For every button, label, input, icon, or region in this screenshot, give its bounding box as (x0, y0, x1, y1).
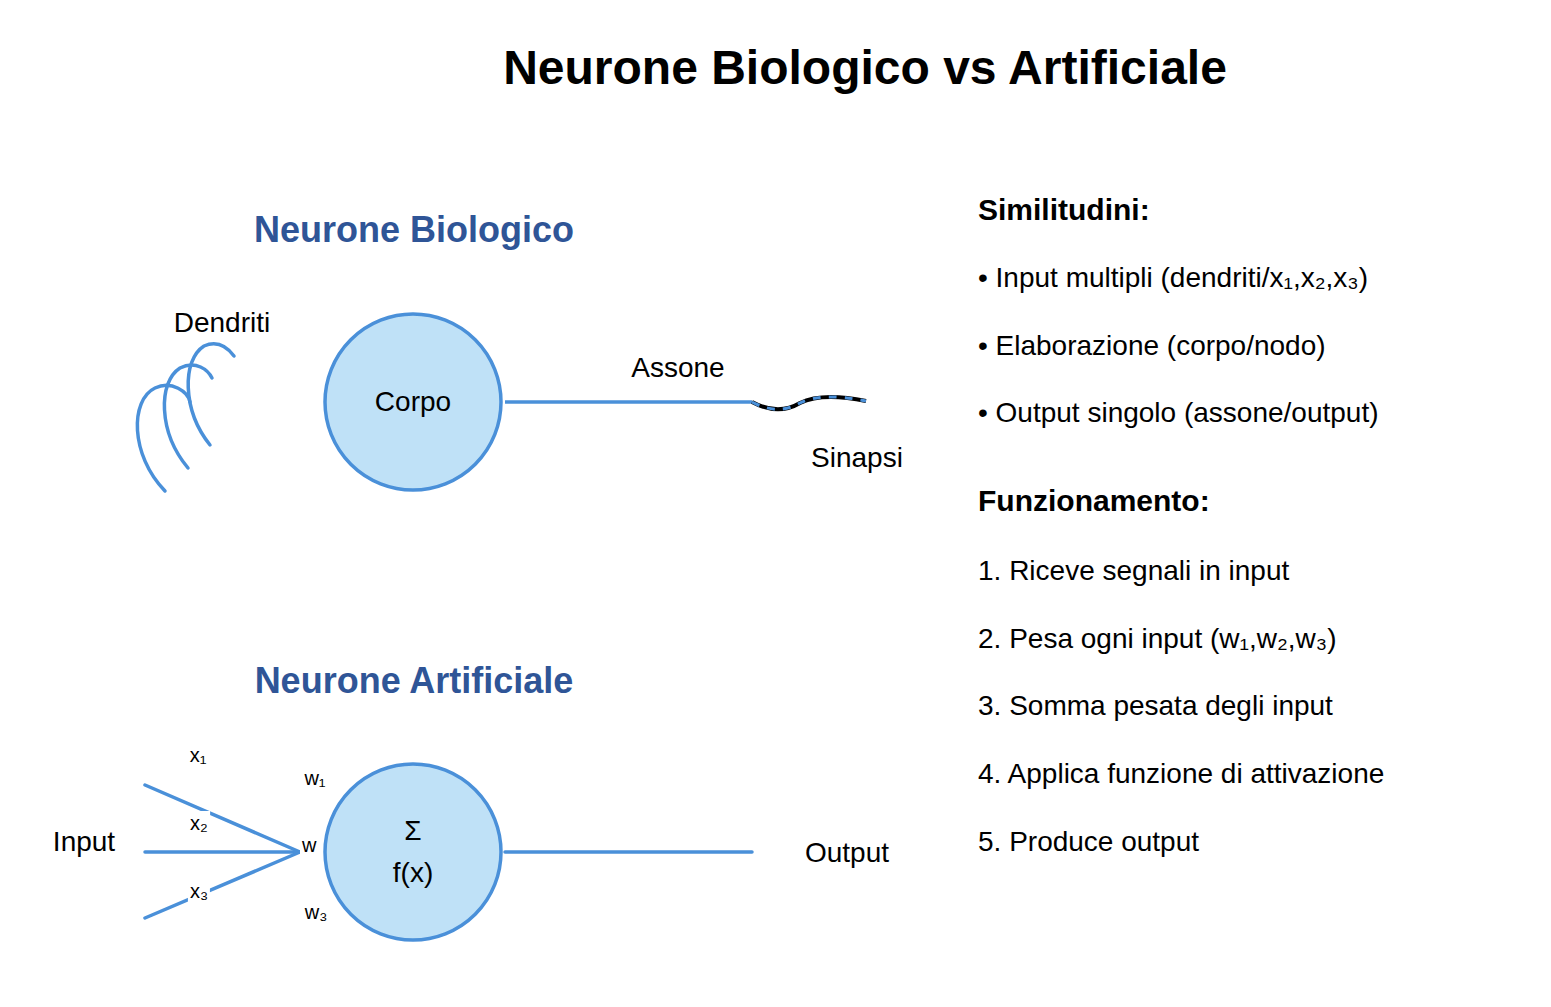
list-heading: Similitudini: (978, 192, 1150, 228)
section-heading: Neurone Biologico (254, 208, 574, 251)
list-item: 5. Produce output (978, 825, 1199, 859)
diagram-title: Neurone Biologico vs Artificiale (503, 39, 1227, 97)
circle-shape (325, 764, 501, 940)
part-label: Dendriti (174, 306, 270, 340)
circle-outline (323, 762, 503, 942)
io-label: Input (53, 825, 115, 859)
input-line (145, 852, 300, 918)
output-line (505, 850, 752, 854)
list-item: 1. Riceve segnali in input (978, 554, 1289, 588)
list-item: • Elaborazione (corpo/nodo) (978, 329, 1326, 363)
neuron-body: Σf(x) (323, 762, 503, 942)
section-heading: Neurone Artificiale (255, 659, 574, 702)
node-text: f(x) (393, 856, 433, 890)
dendrites (137, 344, 234, 491)
input-symbol: x₂ (188, 811, 210, 835)
weight-symbol: w (300, 833, 318, 857)
list-heading: Funzionamento: (978, 483, 1210, 519)
input-symbol: x₁ (188, 743, 209, 767)
circle-shape (325, 314, 501, 490)
input-symbol: x₃ (188, 879, 210, 903)
dendrite (188, 344, 234, 445)
synapse (752, 397, 866, 409)
list-item: • Output singolo (assone/output) (978, 396, 1379, 430)
part-label: Sinapsi (811, 441, 903, 475)
input-line (145, 850, 300, 854)
part-label: Assone (631, 351, 724, 385)
node-text: Σ (404, 814, 421, 848)
list-item: 2. Pesa ogni input (w₁,w₂,w₃) (978, 622, 1337, 656)
list-item: 3. Somma pesata degli input (978, 689, 1333, 723)
weight-symbol: w₃ (303, 900, 330, 924)
io-label: Output (805, 836, 889, 870)
weight-symbol: w₁ (302, 766, 327, 790)
node-text: Corpo (375, 385, 451, 419)
neuron-body: Corpo (323, 312, 503, 492)
axon (505, 400, 752, 404)
synapse-dash (752, 397, 866, 409)
list-item: • Input multipli (dendriti/x₁,x₂,x₃) (978, 261, 1368, 295)
list-item: 4. Applica funzione di attivazione (978, 757, 1384, 791)
input-line (145, 785, 300, 852)
